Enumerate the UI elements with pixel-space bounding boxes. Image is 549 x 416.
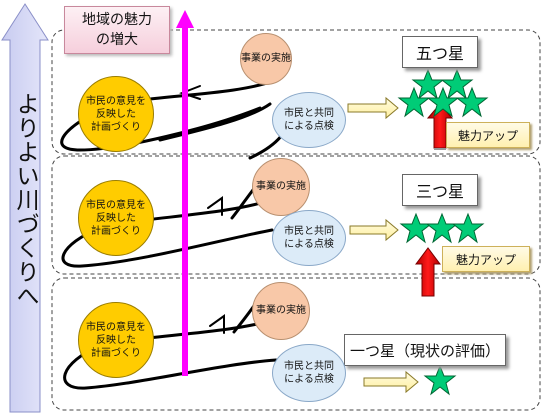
plan-label: 市民の意見を 反映した 計画づくり [86, 199, 146, 237]
grade-box-middle: 三つ星 [402, 174, 478, 206]
star-icon [455, 86, 489, 118]
star-icon [440, 68, 474, 100]
vertical-caption: よりよい川づくりへ [12, 92, 38, 308]
level-box-bottom [51, 277, 541, 411]
implement-label: 事業の実施 [256, 305, 306, 316]
magenta-growth-arrow [176, 10, 194, 376]
level-box-middle [51, 155, 541, 275]
implement-label: 事業の実施 [241, 53, 291, 64]
appeal-up-middle: 魅力アップ [442, 246, 530, 272]
stars-five [397, 68, 489, 118]
regional-appeal-label: 地域の魅力 の増大 [64, 6, 170, 54]
check-label: 市民と共同 による点検 [284, 226, 334, 250]
star-icon [399, 212, 433, 244]
vertical-progress-arrow [1, 3, 49, 413]
level-box-top [51, 29, 541, 155]
yellow-arrow-middle [349, 218, 399, 242]
plan-circle-middle: 市民の意見を 反映した 計画づくり [78, 180, 154, 256]
grade-label: 五つ星 [415, 44, 464, 63]
appeal-label: 魅力アップ [457, 128, 518, 143]
star-icon [426, 86, 460, 118]
star-icon [423, 364, 457, 396]
plan-label: 市民の意見を 反映した 計画づくり [86, 95, 146, 133]
yellow-arrow-bottom [363, 370, 419, 394]
implement-label: 事業の実施 [256, 181, 306, 192]
check-circle-top: 市民と共同 による点検 [272, 92, 346, 148]
implement-circle-bottom: 事業の実施 [252, 282, 310, 340]
stars-three [399, 212, 485, 244]
check-label: 市民と共同 による点検 [284, 108, 334, 132]
star-icon [451, 212, 485, 244]
plan-circle-top: 市民の意見を 反映した 計画づくり [78, 76, 154, 152]
plan-circle-bottom: 市民の意見を 反映した 計画づくり [78, 302, 154, 378]
star-icon [425, 212, 459, 244]
appeal-up-top: 魅力アップ [446, 122, 530, 148]
plan-label: 市民の意見を 反映した 計画づくり [86, 321, 146, 359]
yellow-arrow-top [347, 96, 399, 120]
grade-label: 一つ星（現状の評価） [349, 341, 500, 360]
stars-one [423, 364, 457, 396]
check-circle-middle: 市民と共同 による点検 [272, 210, 346, 266]
red-up-arrow-bottom [415, 247, 441, 297]
check-label: 市民と共同 による点検 [284, 361, 334, 385]
appeal-label: 魅力アップ [455, 252, 516, 267]
star-icon [411, 68, 445, 100]
grade-label: 三つ星 [415, 182, 464, 201]
regional-appeal-text: 地域の魅力 の増大 [82, 12, 152, 48]
grade-box-top: 五つ星 [402, 36, 478, 68]
implement-circle-top: 事業の実施 [240, 33, 292, 85]
grade-box-bottom: 一つ星（現状の評価） [344, 334, 506, 366]
implement-circle-middle: 事業の実施 [252, 158, 310, 216]
star-icon [397, 86, 431, 118]
check-circle-bottom: 市民と共同 による点検 [272, 344, 346, 402]
